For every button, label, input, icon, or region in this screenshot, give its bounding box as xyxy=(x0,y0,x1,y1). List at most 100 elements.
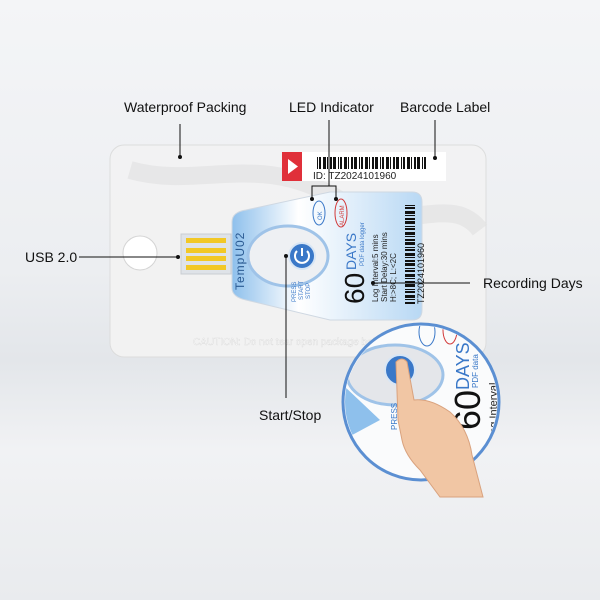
leader-lines xyxy=(79,120,470,398)
barcode-bar xyxy=(348,157,349,169)
barcode-bar xyxy=(405,268,415,269)
barcode-bar xyxy=(405,205,415,206)
barcode-bar xyxy=(380,157,381,169)
device-barcode-text: TZ2024101960 xyxy=(416,243,426,304)
barcode-bar xyxy=(405,260,415,262)
callout-start-stop: Start/Stop xyxy=(259,407,321,423)
hang-hole xyxy=(122,235,158,271)
inset-log-interval: Log Interval xyxy=(488,383,500,440)
led-ok xyxy=(312,200,326,226)
barcode-bar xyxy=(386,157,389,169)
barcode-bar xyxy=(405,228,415,230)
thresholds: H:>8C; L:<2C xyxy=(389,253,398,302)
barcode-bar xyxy=(351,157,353,169)
inset-days-label: DAYS xyxy=(453,342,473,390)
callout-recording-days: Recording Days xyxy=(483,275,583,291)
device-barcode xyxy=(405,205,415,304)
barcode-bar xyxy=(340,157,342,169)
barcode-id: ID: TZ2024101960 xyxy=(313,171,397,182)
barcode-bar xyxy=(405,278,415,279)
barcode-bar xyxy=(405,247,415,248)
barcode-bar xyxy=(327,157,328,169)
barcode-bar xyxy=(405,242,415,245)
stop-label: STOP xyxy=(306,283,312,299)
play-icon xyxy=(288,159,298,174)
barcode-bar xyxy=(405,236,415,237)
caution-text: CAUTION: Do not tear open package bef xyxy=(193,337,376,348)
barcode-bar xyxy=(365,157,368,169)
power-icon xyxy=(294,250,310,264)
barcode-bar xyxy=(393,157,395,169)
barcode-bar xyxy=(330,157,332,169)
barcode-bar xyxy=(405,218,415,220)
barcode-bar xyxy=(405,263,415,266)
days-label: DAYS xyxy=(343,233,359,270)
barcode-bar xyxy=(424,157,426,169)
barcode-bar xyxy=(338,157,339,169)
days-number: 60 xyxy=(339,273,370,304)
barcode-bar xyxy=(361,157,363,169)
barcode-bar xyxy=(405,239,415,241)
barcode-bar xyxy=(401,157,402,169)
barcode-bar xyxy=(405,274,415,277)
barcode-bar xyxy=(405,295,415,298)
barcode-bar xyxy=(405,299,415,300)
barcode-bar xyxy=(422,157,423,169)
barcode-bar xyxy=(375,157,378,169)
barcode-bar xyxy=(405,281,415,283)
barcode-bar xyxy=(405,207,415,209)
led-alarm xyxy=(334,198,348,228)
barcode-bar xyxy=(359,157,360,169)
model-name: TempU02 xyxy=(233,232,247,290)
callout-led-indicator: LED Indicator xyxy=(289,99,374,115)
barcode-bar xyxy=(403,157,405,169)
start-label: START xyxy=(299,281,305,300)
device-subtitle: PDF data logger xyxy=(360,222,366,266)
barcode-bar xyxy=(405,270,415,272)
leader-dots xyxy=(176,155,437,285)
barcode-bar xyxy=(405,211,415,214)
barcode-bar xyxy=(317,157,318,169)
barcode-bar xyxy=(405,221,415,224)
barcode-bar xyxy=(405,249,415,251)
barcode-bar xyxy=(417,157,420,169)
barcode-bar xyxy=(382,157,384,169)
barcode-bar xyxy=(333,157,336,169)
barcode-bar xyxy=(319,157,321,169)
barcode-bar xyxy=(396,157,399,169)
barcode-bar xyxy=(323,157,326,169)
barcode-bar xyxy=(344,157,347,169)
barcode-bar xyxy=(369,157,370,169)
inset-press: PRESS xyxy=(390,403,399,430)
barcode-bar xyxy=(405,226,415,227)
hand-pointing xyxy=(395,358,484,498)
zoom-inset: 60 DAYS PDF data Log Interval PRESS xyxy=(341,322,501,498)
barcode-bar xyxy=(372,157,374,169)
led-ok-label: OK xyxy=(318,211,324,220)
press-label: PRESS xyxy=(292,282,298,302)
callout-barcode-label: Barcode Label xyxy=(400,99,490,115)
log-interval: Log Interval:5 mins xyxy=(371,234,380,302)
led-alarm-label: ALARM xyxy=(340,205,346,226)
usb-connector xyxy=(180,233,232,275)
barcode-bar xyxy=(354,157,357,169)
barcode-bar xyxy=(390,157,391,169)
barcode-bar xyxy=(414,157,416,169)
barcode-bar xyxy=(405,289,415,290)
barcode-bar xyxy=(407,157,410,169)
barcode-bar xyxy=(405,302,415,304)
inset-subtitle: PDF data xyxy=(471,354,480,388)
barcode-bar xyxy=(405,232,415,235)
barcode-bar xyxy=(405,253,415,256)
barcode xyxy=(317,157,426,169)
barcode-bar xyxy=(405,215,415,216)
barcode-label: ID: TZ2024101960 xyxy=(282,152,446,182)
start-delay: Start Delay:30 mins xyxy=(380,232,389,302)
callout-waterproof-packing: Waterproof Packing xyxy=(124,99,246,115)
barcode-bar xyxy=(405,257,415,258)
barcode-bar xyxy=(405,291,415,293)
barcode-bar xyxy=(411,157,412,169)
barcode-bar xyxy=(405,284,415,287)
